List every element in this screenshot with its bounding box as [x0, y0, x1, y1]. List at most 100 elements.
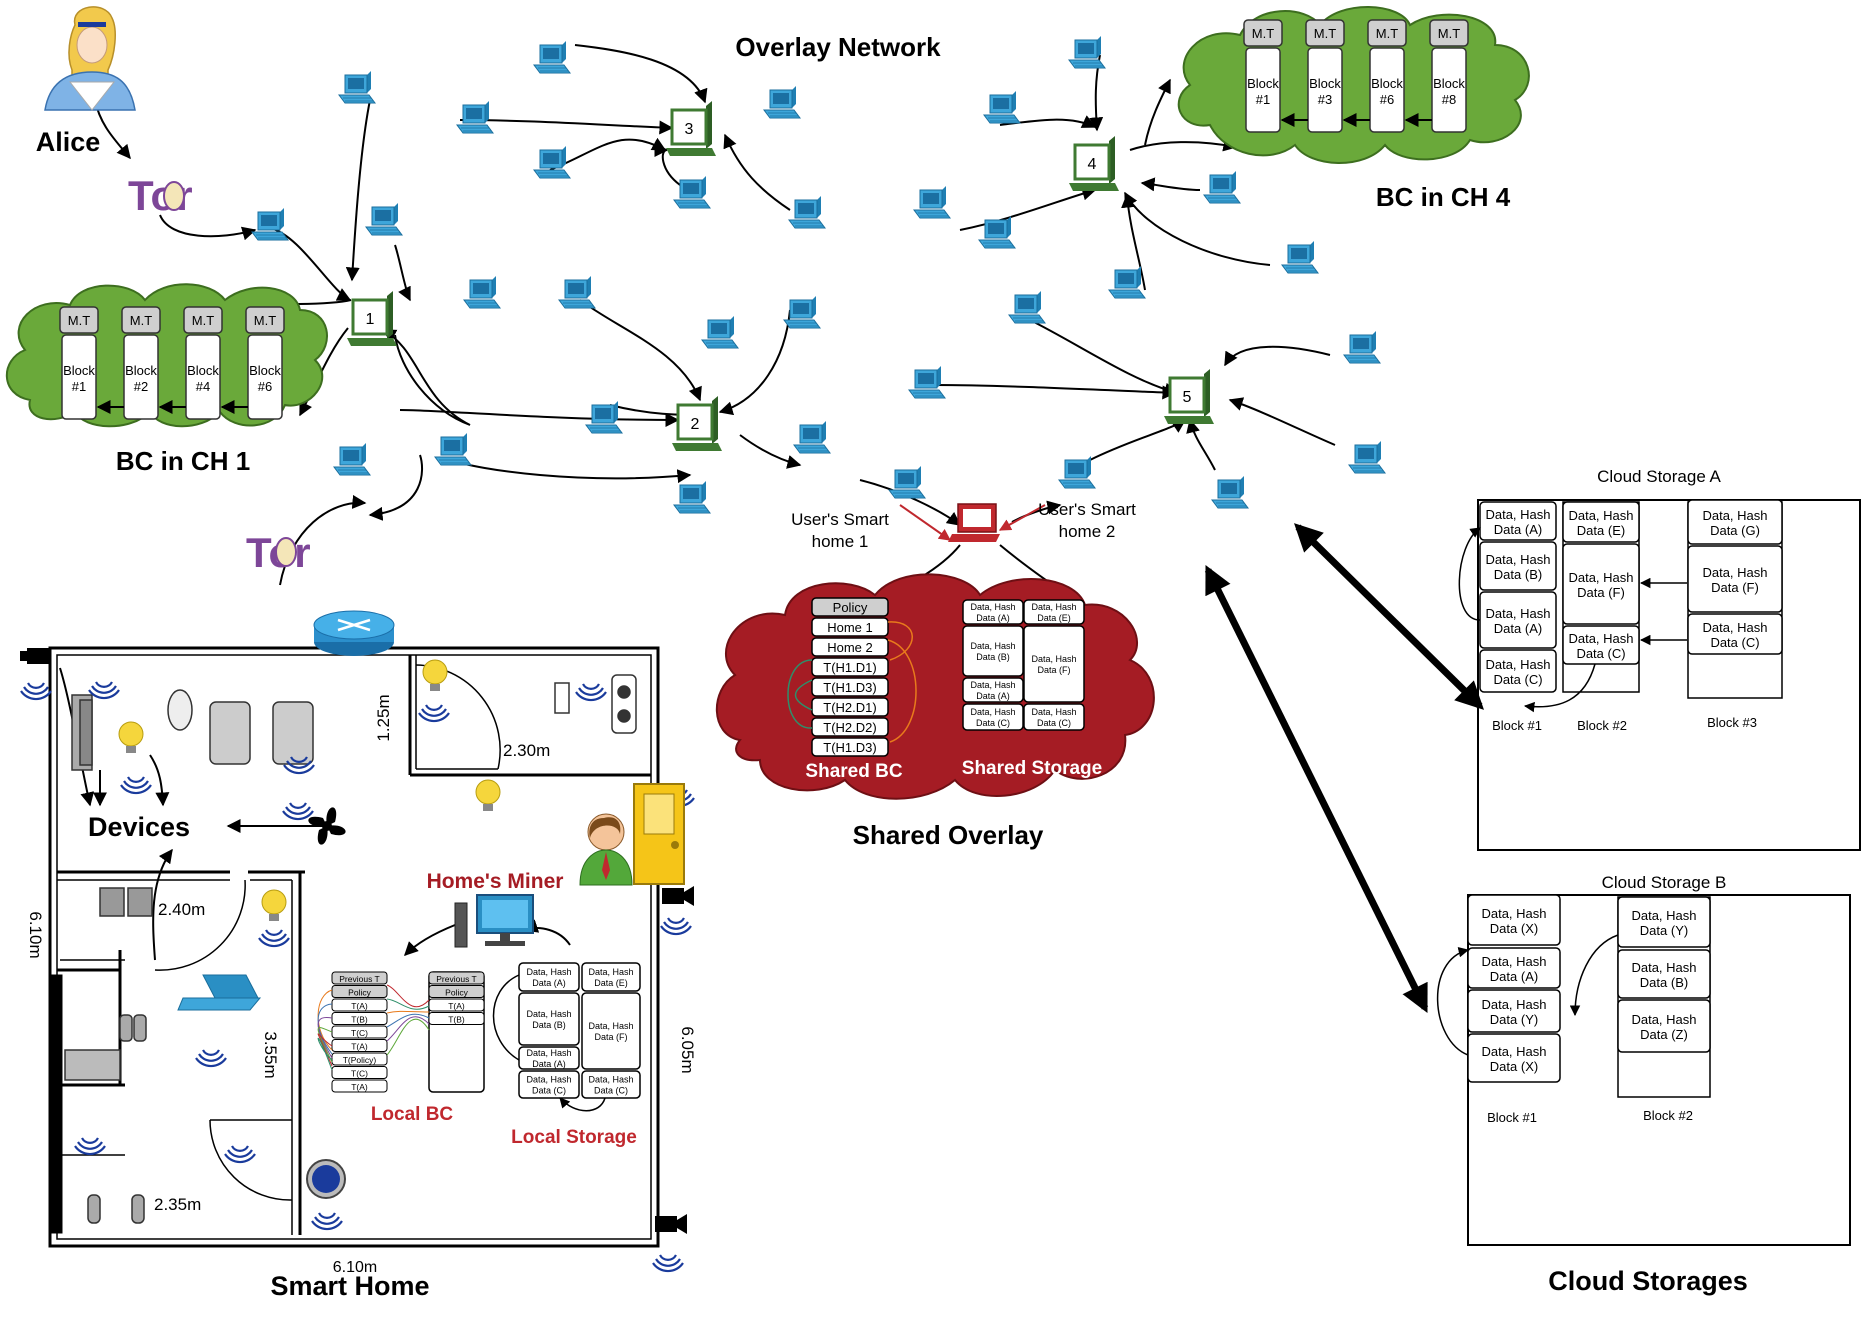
- teal-link: [787, 659, 813, 729]
- dimension-label: 6.05m: [678, 1026, 697, 1073]
- overlay-node: 3: [666, 101, 716, 156]
- cell-data-hash: Data, Hash: [1485, 552, 1550, 567]
- link-arrow: [394, 244, 411, 302]
- link-arrow: [739, 434, 802, 469]
- local-storage-cell: [518, 962, 580, 992]
- peer-computer-icon: [1108, 265, 1146, 299]
- node-screen: [1073, 143, 1111, 181]
- block-number: #2: [134, 379, 148, 394]
- cloud-data-cell: [1479, 501, 1557, 541]
- local-bc-row: [331, 971, 388, 985]
- link-arrow: [381, 329, 471, 426]
- local-bc-row: [331, 1012, 388, 1025]
- link-arrow: [1124, 191, 1271, 266]
- link-arrow: [1140, 177, 1201, 192]
- local-storage-cell: [518, 1070, 580, 1099]
- cell-data-id: Data (C): [976, 718, 1010, 728]
- block-number: #6: [258, 379, 272, 394]
- wifi-icon: [119, 775, 153, 795]
- shared-overlay-title: Shared Overlay: [853, 820, 1044, 850]
- merkle-tree-label: M.T: [1438, 26, 1460, 41]
- block-label: Block: [1433, 76, 1465, 91]
- cell-data-id: Data (Y): [1640, 923, 1688, 938]
- peer-computer-icon: [585, 400, 623, 434]
- thermostat-icon: [306, 1159, 346, 1199]
- cell-data-hash: Data, Hash: [970, 680, 1015, 690]
- overlay-network-title: Overlay Network: [735, 32, 941, 62]
- wifi-icon: [87, 680, 121, 700]
- wifi-icon: [574, 682, 608, 702]
- dimension-label: 6.10m: [333, 1259, 377, 1276]
- link-arrow: [1011, 500, 1062, 523]
- cell-data-hash: Data, Hash: [526, 1009, 571, 1019]
- cloud-data-cell: [1617, 896, 1711, 948]
- cell-data-hash: Data, Hash: [1485, 606, 1550, 621]
- peer-computer-icon: [913, 185, 951, 219]
- peer-computer-icon: [463, 275, 501, 309]
- merkle-tree-header: [183, 306, 223, 334]
- peer-computer-icon: [908, 365, 946, 399]
- overlay-node: 5: [1164, 369, 1214, 424]
- link-arrow: [1144, 78, 1171, 146]
- cloud-storage-b-title: Cloud Storage B: [1602, 873, 1727, 892]
- camera-icon: [655, 1214, 687, 1234]
- link-arrow: [459, 119, 674, 135]
- link-arrow: [399, 409, 680, 427]
- cell-data-hash: Data, Hash: [1481, 906, 1546, 921]
- peer-computer-icon: [338, 70, 376, 104]
- local-bc-row-label: T(A): [448, 1001, 465, 1011]
- node-base: [672, 443, 722, 451]
- local-bc-row: [331, 1079, 388, 1093]
- link-arrow: [718, 309, 791, 416]
- link-arrow: [549, 137, 667, 171]
- local-bc-link: [386, 998, 430, 1010]
- block-number: #1: [1256, 92, 1270, 107]
- local-bc-row-label: T(C): [351, 1028, 368, 1038]
- shared-bc-label: Shared BC: [805, 761, 902, 782]
- wifi-icon: [417, 703, 451, 723]
- local-bc-link: [317, 1016, 333, 1059]
- shared-bc-row: [811, 717, 889, 737]
- peer-computer-icon: [434, 432, 472, 466]
- merkle-tree-label: M.T: [1314, 26, 1336, 41]
- wifi-icon: [651, 1253, 685, 1273]
- cloud-data-cell: [1687, 499, 1783, 545]
- bc-ch1-title: BC in CH 1: [116, 446, 250, 476]
- link-arrow: [299, 327, 349, 417]
- local-bc-row: [428, 1012, 485, 1025]
- cell-data-id: Data (C): [1493, 672, 1542, 687]
- peer-computer-icon: [701, 315, 739, 349]
- shared-bc-row: [811, 637, 889, 657]
- block-number: #8: [1442, 92, 1456, 107]
- link-arrow: [1121, 193, 1146, 291]
- dimension-label: 6.10m: [26, 911, 45, 958]
- peer-computer-icon: [1058, 455, 1096, 489]
- link-arrow: [1458, 527, 1481, 621]
- cell-data-id: Data (A): [1494, 522, 1542, 537]
- local-bc-row: [331, 985, 388, 998]
- lightbulb-icon: [422, 659, 448, 691]
- cell-data-id: Data (X): [1490, 1059, 1538, 1074]
- local-bc-row-label: T(B): [351, 1015, 368, 1025]
- block-label: Block: [249, 363, 281, 378]
- cell-data-id: Data (E): [594, 978, 628, 988]
- local-bc-row: [331, 1052, 388, 1066]
- wifi-icon: [310, 1211, 344, 1231]
- cell-data-hash: Data, Hash: [1031, 602, 1076, 612]
- peer-computer-icon: [251, 207, 289, 241]
- block-number: #4: [196, 379, 210, 394]
- peer-computer-icon: [763, 85, 801, 119]
- local-storage-cell: [581, 962, 641, 992]
- lightbulb-icon: [118, 721, 144, 753]
- peer-computer-icon: [983, 90, 1021, 124]
- peer-computer-icon: [888, 465, 926, 499]
- node-number: 4: [1088, 156, 1097, 173]
- local-storage-label: Local Storage: [511, 1127, 637, 1148]
- shared-bc-row: [811, 617, 889, 637]
